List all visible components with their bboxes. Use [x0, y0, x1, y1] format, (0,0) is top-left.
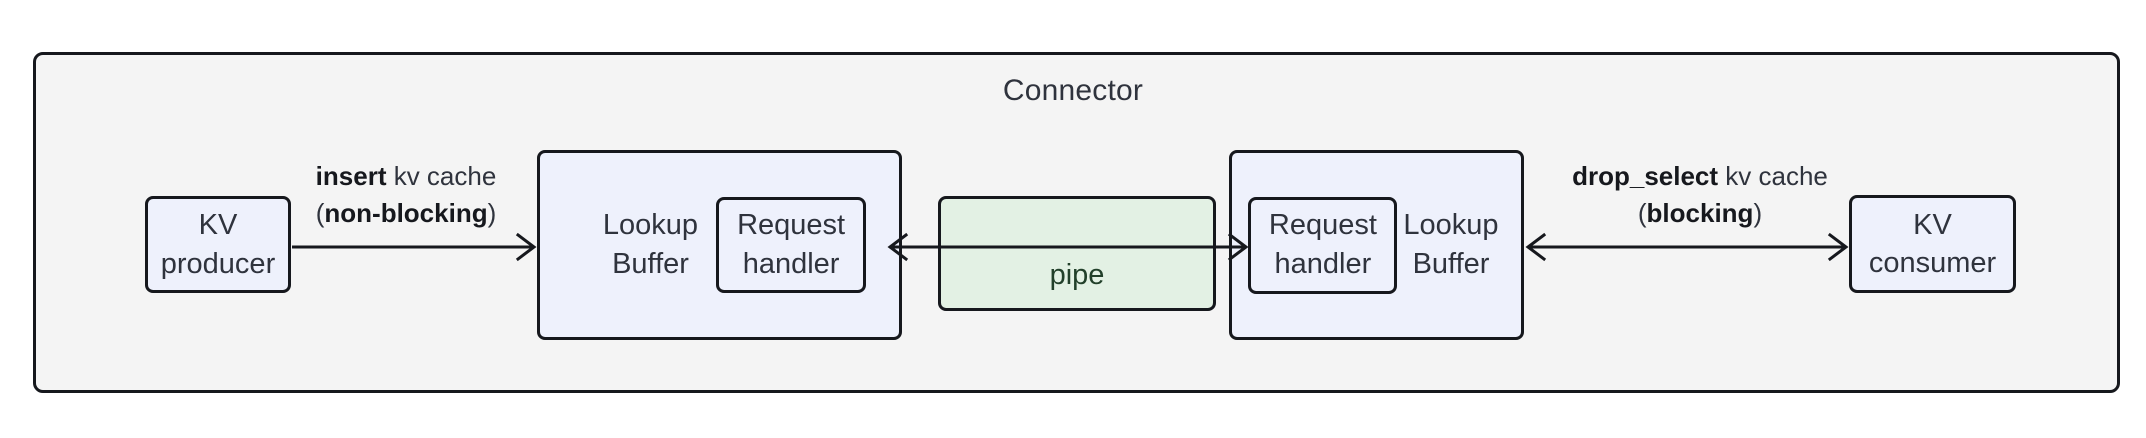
node-lookup-buffer-left: Lookup Buffer Request handler — [537, 150, 902, 340]
arrow-drop-select — [1525, 232, 1849, 262]
node-request-handler-right: Request handler — [1248, 196, 1398, 294]
node-lookup-buffer-right-line1: Lookup — [1403, 209, 1499, 242]
node-kv-consumer-line1: KV — [1913, 208, 1952, 241]
edge-label-insert-mode: non-blocking — [324, 197, 488, 228]
edge-label-insert-op: insert — [315, 161, 387, 191]
node-request-handler-left-line1: Request — [737, 209, 846, 242]
edge-label-drop-select-paren-close: ) — [1753, 197, 1763, 228]
node-request-handler-right-line1: Request — [1268, 209, 1377, 242]
node-kv-consumer-line2: consumer — [1868, 247, 1997, 279]
node-lookup-buffer-right: Request handler Lookup Buffer — [1229, 150, 1524, 340]
edge-label-insert-paren-close: ) — [487, 197, 497, 228]
node-lookup-buffer-right-label: Lookup Buffer — [1403, 206, 1498, 284]
node-lookup-buffer-left-label: Lookup Buffer — [603, 206, 698, 284]
edge-label-drop-select-paren-open: ( — [1637, 197, 1647, 228]
node-lookup-buffer-right-line2: Buffer — [1412, 248, 1490, 280]
edge-label-insert-rest: kv cache — [386, 161, 497, 191]
node-request-handler-left-line2: handler — [742, 248, 840, 280]
node-kv-producer-line2: producer — [160, 247, 276, 280]
edge-label-drop-select-mode: blocking — [1646, 197, 1754, 228]
edge-label-drop-select-line1: drop_select kv cache — [1538, 158, 1862, 195]
edge-label-drop-select-line2: (blocking) — [1538, 195, 1862, 232]
node-kv-consumer: KV consumer — [1849, 195, 2016, 293]
edge-label-drop-select-op: drop_select — [1572, 161, 1719, 191]
node-pipe: pipe — [938, 196, 1216, 311]
edge-label-insert-paren-open: ( — [315, 197, 325, 228]
connector-title: Connector — [1002, 74, 1144, 107]
arrow-insert — [292, 232, 537, 262]
node-pipe-label: pipe — [1049, 258, 1105, 291]
node-lookup-buffer-left-line1: Lookup — [602, 209, 699, 242]
edge-label-insert-line1: insert kv cache — [263, 158, 549, 195]
arrow-pipe-bidirectional — [887, 232, 1249, 262]
edge-label-drop-select: drop_select kv cache (blocking) — [1538, 158, 1862, 232]
edge-label-insert-line2: (non-blocking) — [263, 195, 549, 232]
edge-label-insert: insert kv cache (non-blocking) — [263, 158, 549, 232]
node-kv-producer-line1: KV — [198, 209, 238, 242]
node-request-handler-right-line2: handler — [1274, 248, 1372, 280]
node-kv-producer: KV producer — [145, 196, 291, 293]
node-request-handler-left: Request handler — [716, 197, 867, 293]
edge-label-drop-select-rest: kv cache — [1718, 161, 1828, 191]
node-lookup-buffer-left-line2: Buffer — [612, 248, 689, 280]
